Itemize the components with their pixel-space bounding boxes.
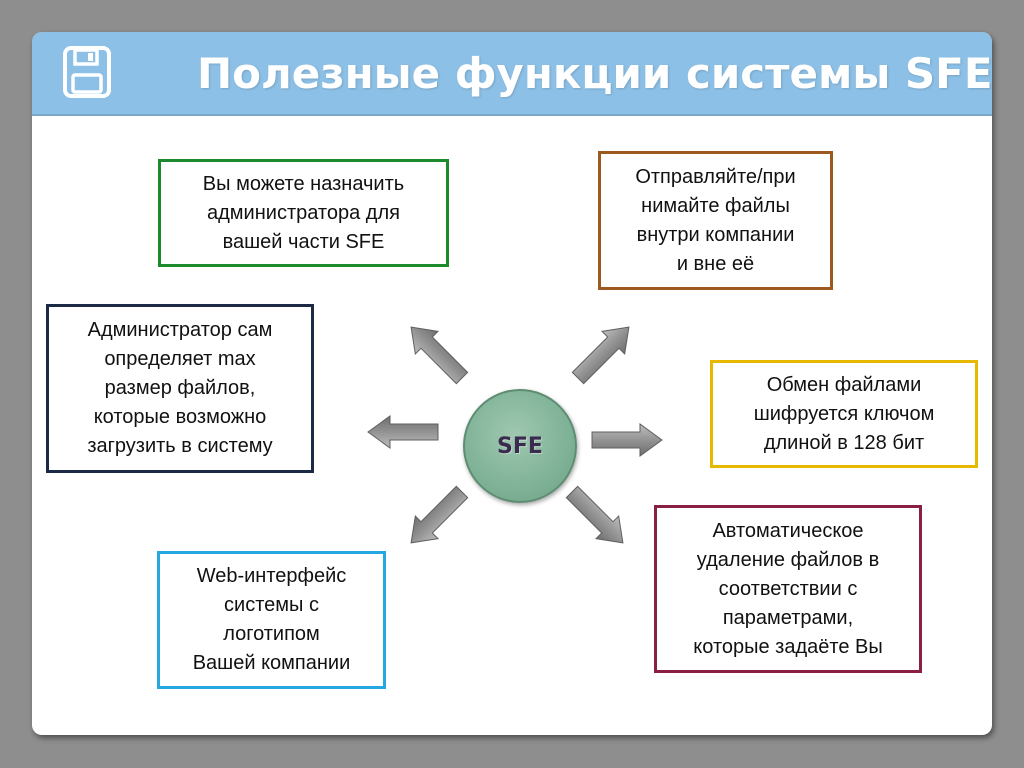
center-circle: SFE bbox=[463, 389, 577, 503]
page-title: Полезные функции системы SFE bbox=[197, 49, 992, 98]
slide-header bbox=[32, 32, 992, 114]
box-admin-assign-text: Вы можете назначить администратора для в… bbox=[202, 172, 405, 253]
box-web-interface-text: Web-интерфейс системы с логотипом Вашей … bbox=[192, 565, 351, 674]
arrow-up-right bbox=[571, 326, 630, 385]
box-send-receive-text: Отправляйте/при нимайте файлы внутри ком… bbox=[635, 165, 796, 275]
arrow-up-left bbox=[410, 326, 469, 385]
header-divider bbox=[32, 114, 992, 116]
box-auto-delete: Автоматическое удаление файлов в соответ… bbox=[654, 505, 922, 673]
box-web-interface: Web-интерфейс системы с логотипом Вашей … bbox=[157, 551, 386, 689]
center-label: SFE bbox=[497, 433, 543, 459]
box-max-size: Администратор сам определяет max размер … bbox=[46, 304, 314, 473]
box-encryption-text: Обмен файлами шифруется ключом длиной в … bbox=[753, 373, 935, 454]
box-max-size-text: Администратор сам определяет max размер … bbox=[87, 319, 273, 457]
box-auto-delete-text: Автоматическое удаление файлов в соответ… bbox=[693, 519, 883, 658]
floppy-disk-icon bbox=[63, 46, 111, 98]
arrow-down-left bbox=[410, 485, 469, 544]
arrow-left bbox=[367, 415, 439, 449]
arrow-right bbox=[591, 423, 663, 457]
box-send-receive: Отправляйте/при нимайте файлы внутри ком… bbox=[598, 151, 833, 290]
arrow-down-right bbox=[565, 485, 624, 544]
box-admin-assign: Вы можете назначить администратора для в… bbox=[158, 159, 449, 267]
box-encryption: Обмен файлами шифруется ключом длиной в … bbox=[710, 360, 978, 468]
